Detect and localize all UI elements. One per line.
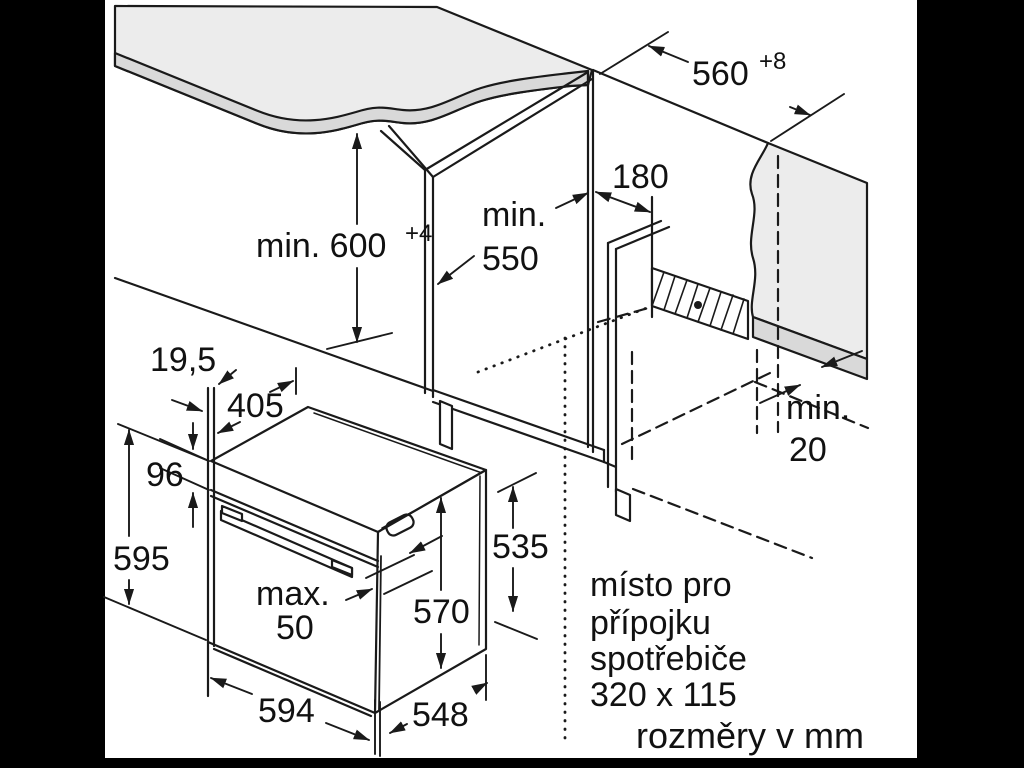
oven-front bbox=[206, 488, 382, 718]
oven-dimension-lines bbox=[123, 369, 519, 741]
dim-front-overhang: 19,5 bbox=[150, 341, 216, 379]
dim-top-offset: 180 bbox=[612, 158, 669, 196]
dim-total-height: 595 bbox=[113, 540, 170, 578]
cabinet-foot-left bbox=[438, 399, 454, 451]
dim-niche-width-tol: +8 bbox=[759, 48, 786, 75]
oven-drawing bbox=[103, 367, 538, 757]
dim-rear-gap-word: min. bbox=[786, 389, 850, 427]
extension-lines bbox=[103, 367, 538, 757]
door-handle bbox=[219, 509, 354, 579]
connection-point-dot bbox=[694, 301, 702, 309]
dim-niche-height-tol: +4 bbox=[405, 220, 432, 247]
dotted-projection-lines bbox=[476, 304, 654, 742]
dim-rear-height: 535 bbox=[492, 528, 549, 566]
dim-niche-height: min. 600 bbox=[256, 227, 386, 265]
side-grip-slot bbox=[385, 513, 415, 537]
dim-niche-depth-word: min. bbox=[482, 196, 546, 234]
connection-note-line4: 320 x 115 bbox=[590, 676, 737, 714]
dim-niche-depth-value: 550 bbox=[482, 240, 539, 278]
dim-door-protrusion-word: max. bbox=[256, 575, 330, 613]
dim-rear-gap-value: 20 bbox=[789, 431, 827, 469]
dim-depth-to-front: 405 bbox=[227, 387, 284, 425]
dimension-labels: 560 +8 min. 600 +4 min. 550 180 min. 20 … bbox=[113, 48, 850, 734]
drawing-paper bbox=[105, 0, 917, 758]
dim-body-height: 570 bbox=[413, 593, 470, 631]
connection-area-hatch bbox=[650, 266, 750, 341]
floor-line bbox=[113, 276, 435, 393]
connection-note-line2: přípojku bbox=[590, 604, 711, 642]
hidden-edges bbox=[596, 154, 870, 560]
dim-panel-height: 96 bbox=[146, 456, 184, 494]
dim-door-protrusion-value: 50 bbox=[276, 609, 314, 647]
dim-niche-width: 560 bbox=[692, 55, 749, 93]
dim-body-depth: 548 bbox=[412, 696, 469, 734]
connection-note-line1: místo pro bbox=[590, 566, 732, 604]
niche-cabinet-drawing bbox=[113, 4, 870, 742]
right-side-wall bbox=[749, 141, 869, 361]
right-countertop-band bbox=[751, 315, 869, 381]
housing-right-panel bbox=[606, 195, 671, 523]
dim-oven-width: 594 bbox=[258, 692, 315, 730]
units-note: rozměry v mm bbox=[636, 715, 864, 756]
connection-note-line3: spotřebiče bbox=[590, 640, 747, 678]
top-edge-right bbox=[591, 68, 770, 145]
cabinet-foot-right bbox=[614, 487, 632, 523]
niche-dimension-lines bbox=[326, 31, 863, 404]
annotation-texts: místo pro přípojku spotřebiče 320 x 115 … bbox=[590, 566, 864, 756]
housing-frame bbox=[113, 68, 618, 469]
